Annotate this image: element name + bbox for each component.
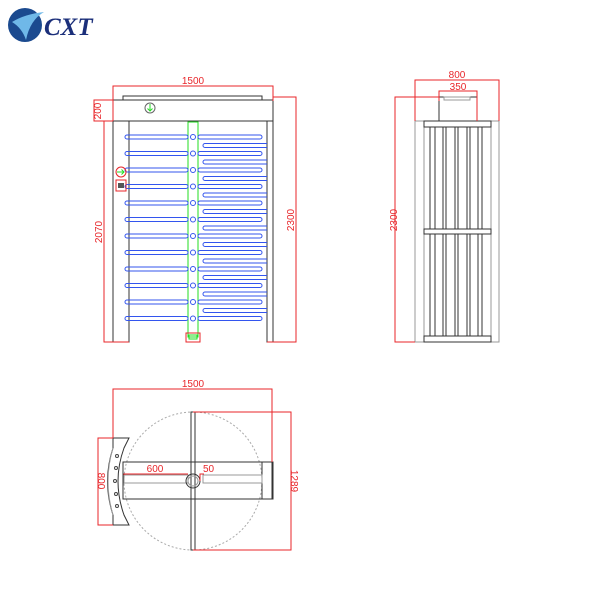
fixed-bar [202,291,267,297]
turnstile-arm [124,134,189,140]
turnstile-arm [124,233,189,239]
turnstile-arm [197,167,263,173]
fixed-bar [202,192,267,198]
svg-text:1289: 1289 [288,470,299,493]
turnstile-arm [197,151,263,156]
fixed-bar [202,143,267,148]
base-bracket [185,332,201,343]
turnstile-arm [197,200,263,206]
fixed-bar [202,209,267,214]
arm-hub [190,249,196,256]
turnstile-arm [197,316,263,321]
down-arrow-icon [144,102,156,114]
svg-text:350: 350 [450,82,467,93]
arm-hub [190,282,196,289]
svg-text:800: 800 [95,473,106,490]
fixed-bar [202,225,267,231]
svg-text:50: 50 [203,464,215,475]
center-post [187,121,199,338]
arm-hub [190,183,196,190]
turnstile-arm [197,250,263,255]
turnstile-arm [197,184,263,189]
top-view: 1500 1289 800 600 50 [95,379,299,551]
arm-hub [190,150,196,157]
svg-text:1500: 1500 [182,379,205,390]
cxt-logo: CXT [8,8,94,42]
svg-text:2300: 2300 [286,208,297,231]
side-view: 800 350 2300 [389,70,500,343]
fixed-bar [202,275,267,280]
fixed-bar [202,308,267,313]
turnstile-arm [124,167,189,173]
arm-hub [190,200,196,206]
turnstile-arm [124,299,189,305]
turnstile-arm [197,217,263,222]
svg-text:800: 800 [449,70,466,81]
arm-hub [190,167,196,173]
turnstile-arm [124,316,189,321]
fixed-bar [202,242,267,247]
arm-hub [190,233,196,239]
svg-text:200: 200 [93,102,104,119]
turnstile-arm [197,134,263,140]
arm-hub [190,266,196,272]
arm-hub [190,216,196,223]
fixed-bar [202,258,267,264]
turnstile-arm [197,266,263,272]
turnstile-arm [124,283,189,288]
turnstile-arm [124,151,189,156]
turnstile-arm [124,217,189,222]
arm-hub [190,134,196,140]
turnstile-arm [197,283,263,288]
turnstile-arm [197,233,263,239]
turnstile-arm [124,250,189,255]
svg-text:2300: 2300 [389,208,400,231]
svg-text:600: 600 [147,464,164,475]
turnstile-arm [124,266,189,272]
turnstile-arm [197,299,263,305]
front-view: 1500 200 2070 2300 [93,76,297,343]
arm-hub [190,299,196,305]
svg-text:1500: 1500 [182,76,205,87]
right-arrow-icon [115,166,127,178]
card-reader-icon [115,179,127,192]
arm-hub [190,315,196,322]
fixed-bar [202,159,267,165]
svg-text:CXT: CXT [44,14,94,41]
turnstile-arm [124,184,189,189]
svg-text:2070: 2070 [94,220,105,243]
fixed-bar [202,176,267,181]
turnstile-arm [124,200,189,206]
